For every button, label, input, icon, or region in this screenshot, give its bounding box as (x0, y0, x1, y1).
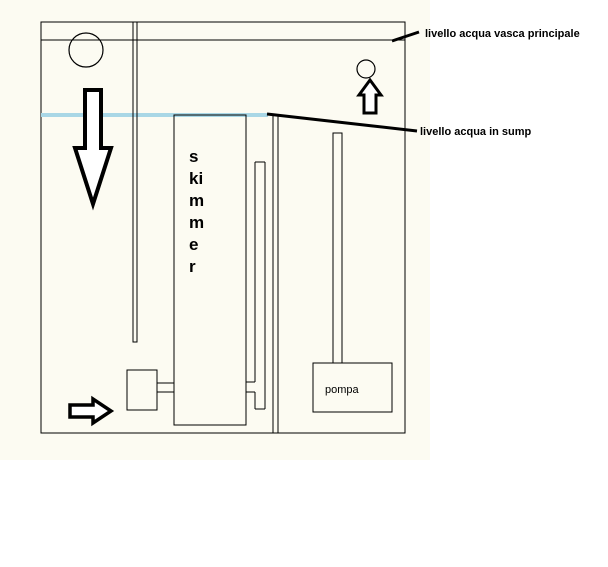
skimmer-outlet-pipe (246, 161, 266, 410)
arrow-right-icon (68, 395, 115, 427)
sump-level-leader (266, 112, 418, 133)
return-pump-box (312, 362, 393, 413)
skimmer-letter-1: s (189, 147, 198, 166)
skimmer-label: s ki m m e r (189, 147, 204, 276)
diagram-background (0, 0, 430, 460)
main-tank-water-level-label: livello acqua vasca principale (425, 28, 580, 40)
pump-label: pompa (325, 384, 360, 396)
sump-outer-box (40, 21, 406, 434)
skimmer-letter-4: m (189, 213, 204, 232)
skimmer-body (173, 114, 247, 426)
skimmer-letter-2: ki (189, 169, 203, 188)
arrow-down-icon (72, 88, 114, 211)
inlet-pipe-circle (68, 32, 104, 68)
arrow-up-icon (356, 77, 384, 115)
main-tank-level-leader (391, 30, 420, 43)
outlet-circle (356, 59, 376, 79)
skimmer-letter-5: e (189, 235, 198, 254)
sump-water-level-label: livello acqua in sump (420, 126, 532, 138)
baffle-left (132, 21, 138, 343)
skimmer-letter-6: r (189, 257, 196, 276)
skimmer-pump-box (126, 369, 158, 411)
skimmer-letter-3: m (189, 191, 204, 210)
